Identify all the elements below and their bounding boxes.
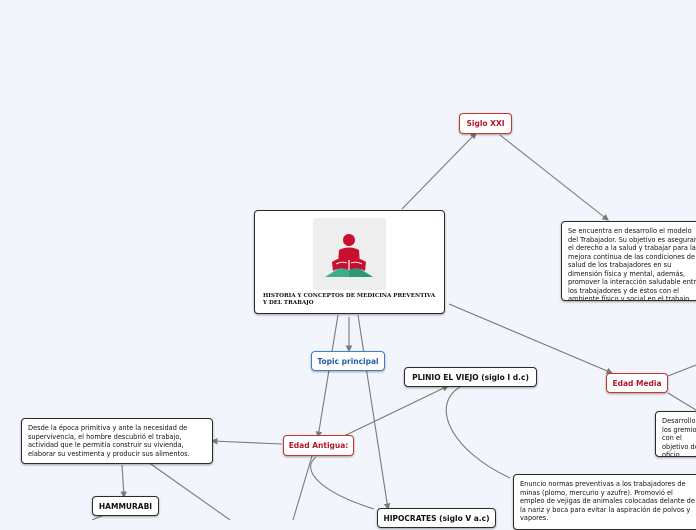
topic-hipocrates[interactable]: HIPOCRATES (siglo V a.c) <box>377 508 496 528</box>
link-edad-antigua-plinio <box>341 385 449 438</box>
root-topic[interactable]: HISTORIA Y CONCEPTOS DE MEDICINA PREVENT… <box>254 210 445 314</box>
root-image <box>313 218 386 290</box>
link-siglo-xxi-desc <box>499 134 609 221</box>
link-edad-antigua-desc <box>210 437 283 445</box>
link-root-siglo-xxi <box>401 132 477 210</box>
person-reading-book-icon <box>313 218 386 290</box>
link-edad-antigua-down <box>292 455 313 520</box>
link-edad-media-right <box>667 364 696 377</box>
plinio-description[interactable]: Enuncio normas preventivas a los trabaja… <box>513 474 696 530</box>
topic-hammurabi[interactable]: HAMMURABI <box>92 496 159 516</box>
link-root-edad-antigua <box>315 314 339 439</box>
edad-media-description[interactable]: Desarrollo de los gremios con el objetiv… <box>655 411 696 457</box>
topic-edad-antigua[interactable]: Edad Antigua: <box>283 435 354 456</box>
topic-plinio-el-viejo[interactable]: PLINIO EL VIEJO (siglo I d.c) <box>404 367 537 387</box>
topic-siglo-xxi[interactable]: Siglo XXI <box>459 113 512 134</box>
topic-principal[interactable]: Topic principal <box>311 351 385 371</box>
edad-antigua-description[interactable]: Desde la época primitiva y ante la neces… <box>21 418 213 464</box>
link-root-hipocrates <box>357 314 391 511</box>
link-edad-antigua-curve <box>310 456 375 510</box>
link-plinio-desc <box>445 386 511 479</box>
link-desc-down <box>147 461 231 520</box>
topic-edad-media[interactable]: Edad Media <box>606 373 668 393</box>
siglo-xxi-description[interactable]: Se encuentra en desarrollo el modelo del… <box>561 221 696 301</box>
root-title: HISTORIA Y CONCEPTOS DE MEDICINA PREVENT… <box>263 293 436 307</box>
link-root-edad-media <box>448 303 614 374</box>
link-edad-media-desc <box>667 392 696 411</box>
link-desc-hammurabi <box>120 464 127 499</box>
